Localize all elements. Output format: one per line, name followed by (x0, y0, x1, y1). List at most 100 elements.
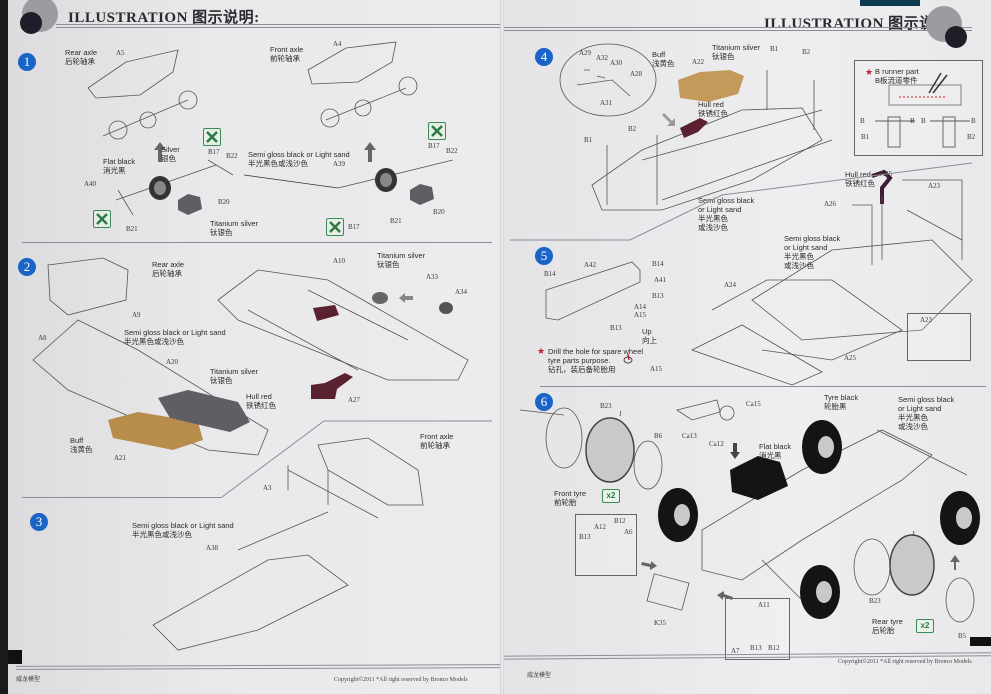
part-label: A22 (692, 58, 705, 66)
book-spine (500, 0, 504, 694)
part-label: Ca15 (746, 400, 761, 408)
front-hub (375, 168, 397, 192)
hull-red-part (680, 118, 708, 138)
tyre-black-wheels (658, 420, 980, 619)
front-tyre-tread (585, 417, 635, 483)
part-label: A40 (84, 180, 97, 188)
part-label: A42 (584, 261, 597, 269)
part-label: A34 (455, 288, 468, 296)
part-label: B17 (348, 223, 360, 231)
step-5-drawing (545, 261, 903, 386)
titanium-hub (372, 292, 388, 304)
buff-fuel-tank (678, 70, 744, 102)
part-label: B21 (390, 217, 402, 225)
part-label: B13 (750, 644, 762, 652)
step-6-drawing (519, 399, 980, 623)
part-label: B6 (654, 432, 663, 440)
part-label: A15 (634, 311, 647, 319)
punch-hole (20, 12, 42, 34)
diagonal-divider (510, 162, 973, 241)
titanium-fuel-tank (158, 390, 250, 432)
rear-axle-housing (87, 49, 179, 99)
step-4-drawing (559, 43, 973, 341)
page-tab-marker (860, 0, 920, 6)
part-label: Ca12 (709, 440, 724, 448)
chassis-frame (591, 107, 823, 211)
part-label: B17 (428, 142, 440, 150)
part-label: B20 (218, 198, 230, 206)
header-rule (502, 27, 972, 31)
part-label: J (619, 410, 622, 418)
part-label: B21 (126, 225, 138, 233)
part-label: B22 (446, 147, 458, 155)
star-icon: ★ (537, 346, 546, 356)
part-label: A6 (624, 528, 633, 536)
star-icon: ★ (865, 67, 874, 77)
part-label: Ca13 (682, 432, 697, 440)
hull-red-part (311, 373, 353, 399)
rear-tyre-tread (889, 534, 935, 596)
part-label: B (910, 117, 915, 125)
arrow-icon (662, 113, 675, 126)
part-label: A23 (920, 316, 933, 324)
quantity-badge: x2 (916, 619, 934, 633)
hull-red-part (871, 169, 893, 204)
footer-brand: 威龙模型 (527, 673, 552, 679)
step-divider (22, 242, 492, 243)
part-label: A12 (594, 523, 607, 531)
arrow-icon (717, 591, 733, 600)
part-label: B17 (208, 148, 220, 156)
part-label: A24 (724, 281, 737, 289)
part-label: B1 (770, 45, 779, 53)
titanium-brake (178, 194, 202, 215)
part-label: B (860, 117, 865, 125)
part-label: A39 (333, 160, 346, 168)
quantity-badge: x2 (602, 489, 620, 503)
runner-detail-drawing (875, 72, 970, 148)
part-label: A26 (824, 200, 837, 208)
part-label: A4 (333, 40, 342, 48)
part-label: B12 (768, 644, 780, 652)
part-label: B1 (584, 136, 593, 144)
part-label: A10 (333, 257, 346, 265)
footer-copyright: Copyright©2011 *All right reserved by Br… (838, 659, 972, 665)
no-paint-icon (326, 218, 344, 236)
part-label: A41 (654, 276, 667, 284)
up-arrow-icon (950, 555, 960, 570)
part-label: A27 (348, 396, 361, 404)
hull-red-part (313, 305, 339, 321)
step-2-drawing (32, 257, 469, 456)
step-divider (22, 497, 222, 498)
page-tab-marker (8, 650, 22, 664)
part-label: A23 (928, 182, 941, 190)
up-arrow-icon (154, 142, 166, 162)
down-arrow-icon (730, 443, 740, 459)
part-label: A11 (758, 601, 770, 609)
part-label: A28 (630, 70, 643, 78)
front-brake (410, 184, 434, 205)
part-label: A14 (634, 303, 647, 311)
bracket-detail-inset: A11 A7 B13 B12 (725, 598, 790, 660)
front-axle-housing (307, 41, 397, 85)
step-divider (540, 386, 986, 387)
